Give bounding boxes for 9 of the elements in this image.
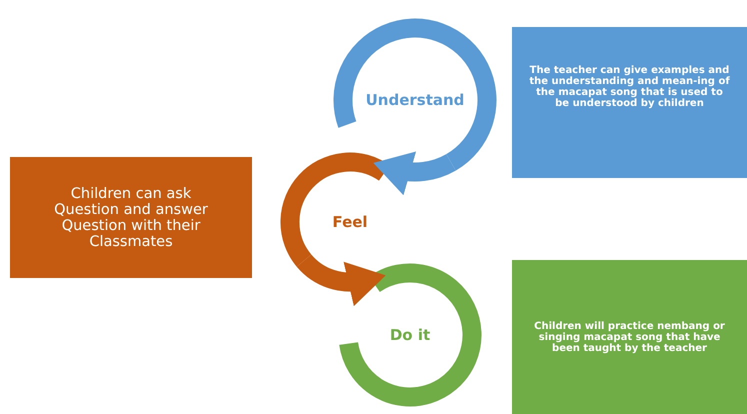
step-label: Understand <box>366 91 464 109</box>
text-box <box>10 157 252 278</box>
step-label: Do it <box>390 326 430 344</box>
text-box <box>512 27 747 178</box>
description-text: Children can ask Question and answer Question with their Classmates <box>53 186 209 250</box>
step-label: Feel <box>332 213 368 231</box>
text-box <box>512 260 747 414</box>
description-text: The teacher can give examples and the understanding and mean-ing of the macapat song that is used to be understood by children <box>528 64 731 108</box>
description-text: Children will practice nembang or singing macapat song that have been taught by the teacher <box>533 320 726 354</box>
